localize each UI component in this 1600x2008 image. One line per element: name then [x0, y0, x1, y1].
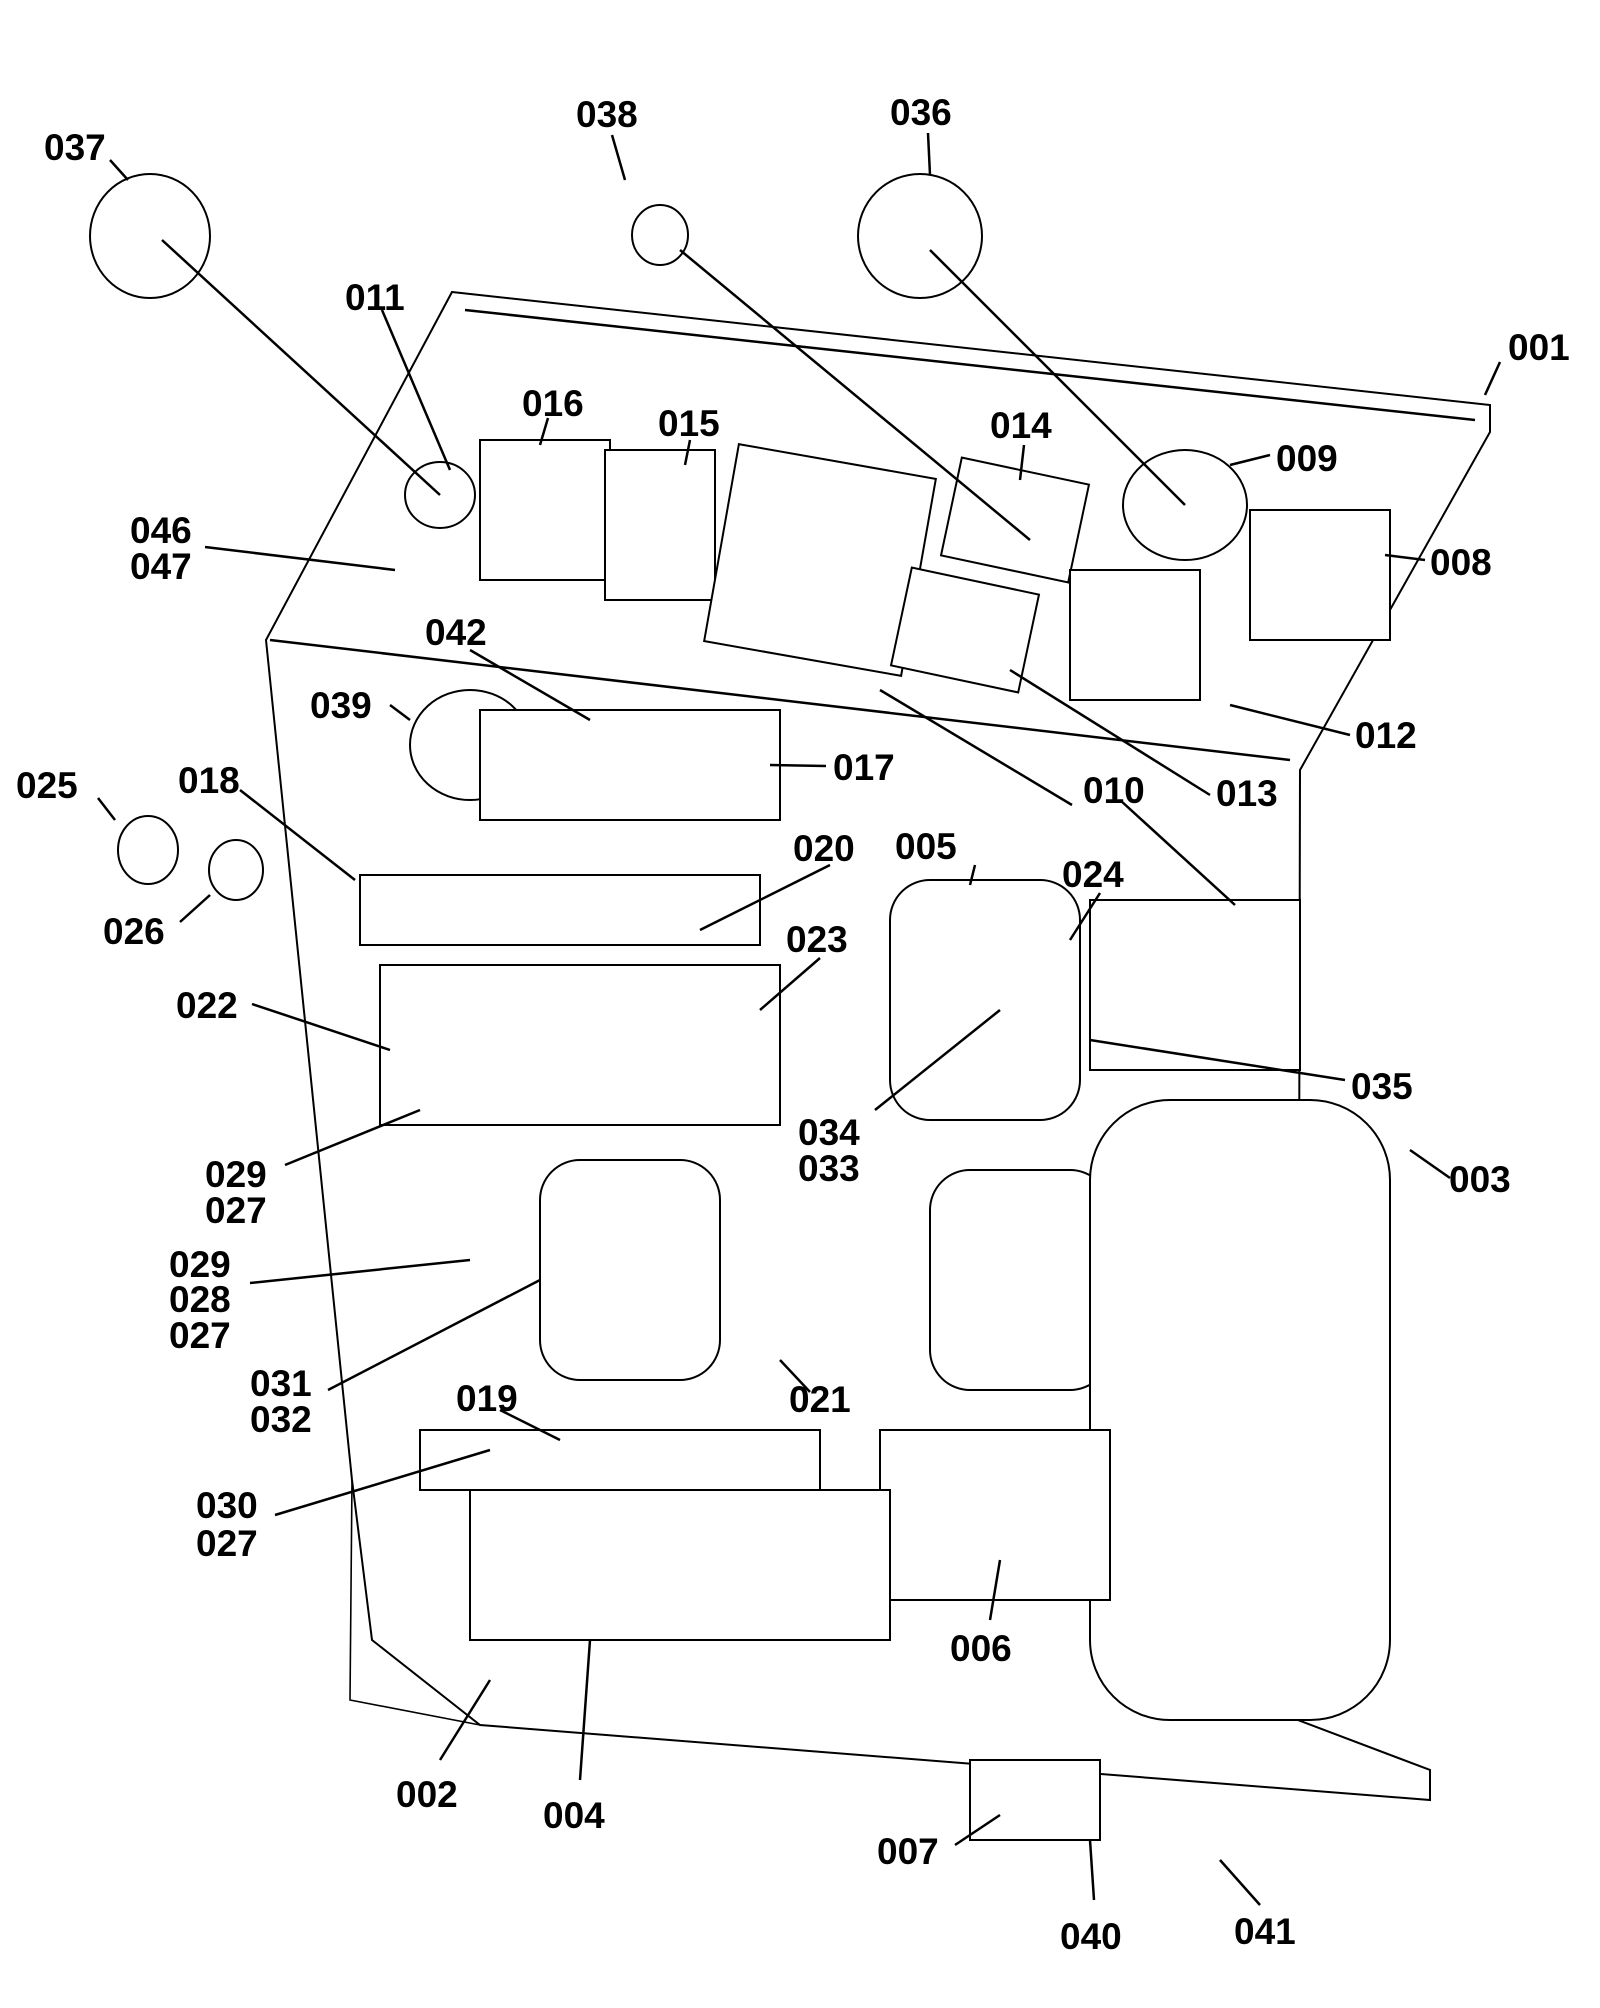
callout-026: 026 [103, 911, 165, 952]
callout-015: 015 [658, 403, 720, 444]
callout-023: 023 [786, 919, 848, 960]
callout-005: 005 [895, 826, 957, 867]
callout-017: 017 [833, 747, 895, 788]
callout-046: 046 [130, 510, 192, 551]
callout-027-c: 027 [196, 1523, 258, 1564]
callout-002: 002 [396, 1774, 458, 1815]
callout-033: 033 [798, 1148, 860, 1189]
callout-027-a: 027 [205, 1190, 267, 1231]
callout-027-b: 027 [169, 1315, 231, 1356]
callout-009: 009 [1276, 438, 1338, 479]
callout-041: 041 [1234, 1911, 1296, 1952]
callout-011: 011 [345, 277, 405, 318]
callout-028: 028 [169, 1279, 231, 1320]
callout-020: 020 [793, 828, 855, 869]
leader-lines [97, 132, 1502, 1906]
callout-025: 025 [16, 765, 78, 806]
callout-016: 016 [522, 383, 584, 424]
callout-018: 018 [178, 760, 240, 801]
callout-019: 019 [456, 1378, 518, 1419]
callout-004: 004 [543, 1795, 605, 1836]
callout-031: 031 [250, 1363, 312, 1404]
callout-034: 034 [798, 1112, 860, 1153]
callout-010-top: 010 [1083, 770, 1145, 811]
callout-029-b: 029 [169, 1244, 231, 1285]
solenoids [539, 879, 1391, 1721]
callout-008: 008 [1430, 542, 1492, 583]
callout-038: 038 [576, 94, 638, 135]
callout-036: 036 [890, 92, 952, 133]
callout-024: 024 [1062, 854, 1124, 895]
terminal-strips [359, 874, 1111, 1841]
callout-012: 012 [1355, 715, 1417, 756]
callout-022: 022 [176, 985, 238, 1026]
callout-040: 040 [1060, 1916, 1122, 1957]
callout-030: 030 [196, 1485, 258, 1526]
callout-042: 042 [425, 612, 487, 653]
callout-047: 047 [130, 546, 192, 587]
callout-029-a: 029 [205, 1154, 267, 1195]
callout-035: 035 [1351, 1066, 1413, 1107]
relays [479, 439, 1391, 1071]
callout-037: 037 [44, 127, 106, 168]
callout-039: 039 [310, 685, 372, 726]
callout-021: 021 [789, 1379, 851, 1420]
callout-014: 014 [990, 405, 1052, 446]
callout-006: 006 [950, 1628, 1012, 1669]
exploded-parts [89, 173, 1248, 901]
callout-013: 013 [1216, 773, 1278, 814]
callout-003: 003 [1449, 1159, 1511, 1200]
callout-032: 032 [250, 1399, 312, 1440]
callout-001: 001 [1508, 327, 1570, 368]
callout-007: 007 [877, 1831, 939, 1872]
part-callouts: 037 038 036 011 001 016 015 014 009 046 … [16, 92, 1570, 1957]
